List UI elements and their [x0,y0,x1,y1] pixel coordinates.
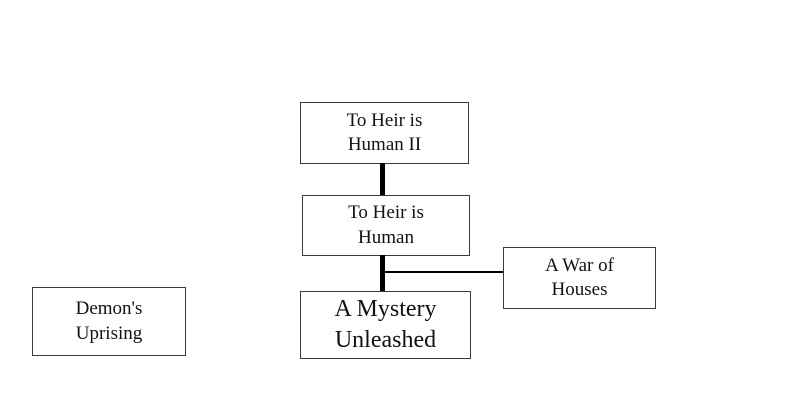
node-label-line2: Human II [347,134,422,155]
node-label-line2: Unleashed [334,327,437,353]
connector-to-heir-is-human-to-sequel [380,163,385,196]
node-a-mystery-unleashed[interactable]: A Mystery Unleashed [300,291,471,359]
node-label-line2: Human [358,226,414,248]
node-label-line1: Demon's [75,298,143,320]
node-label-line1: A War of [545,254,614,276]
node-label-line1: To Heir is [346,109,423,131]
node-a-war-of-houses[interactable]: A War of Houses [503,247,656,309]
node-demons-uprising[interactable]: Demon's Uprising [32,287,186,356]
node-label-line2: Houses [551,279,608,300]
node-label-line1: A Mystery [334,296,437,323]
connector-a-mystery-unleashed-to-a-war-of-houses [385,271,504,273]
node-label-line1: To Heir is [348,202,424,224]
connector-a-mystery-unleashed-to-to-heir-is-human [380,255,385,292]
node-to-heir-is-human[interactable]: To Heir is Human [302,195,470,256]
node-label-line2: Uprising [75,322,143,344]
node-to-heir-is-human-2[interactable]: To Heir is Human II [300,102,469,164]
